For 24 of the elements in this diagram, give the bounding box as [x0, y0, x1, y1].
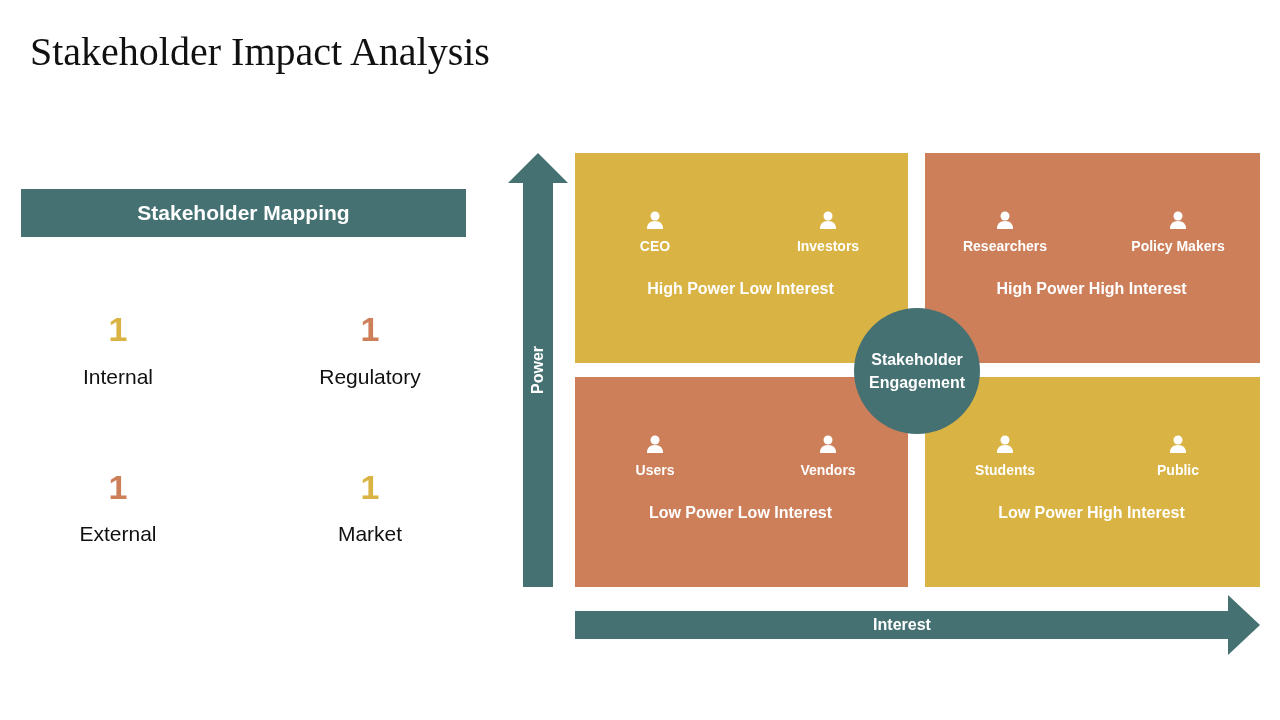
quadrant-title: High Power Low Interest	[647, 280, 834, 298]
quadrant-title: Low Power High Interest	[998, 504, 1185, 522]
stakeholder-label: Investors	[796, 238, 860, 254]
slide-title: Stakeholder Impact Analysis	[30, 28, 490, 75]
quadrant-title: Low Power Low Interest	[648, 504, 833, 522]
stakeholder-label: Students	[975, 462, 1035, 478]
stakeholder-label: Users	[635, 462, 675, 478]
axis-label: Power	[529, 346, 547, 394]
axis-label: Interest	[873, 616, 931, 634]
category-label: Market	[337, 522, 403, 546]
stakeholder-label: Policy Makers	[1131, 238, 1225, 254]
section-header: Stakeholder Mapping	[21, 189, 466, 237]
count-number: 1	[108, 310, 128, 349]
stakeholder-label: CEO	[639, 238, 671, 254]
category-label: Regulatory	[319, 365, 421, 389]
stakeholder-label: Public	[1157, 462, 1199, 478]
count-number: 1	[108, 468, 128, 507]
category-label: External	[79, 522, 157, 546]
count-number: 1	[360, 468, 380, 507]
category-label: Internal	[83, 365, 153, 389]
quadrant-title: High Power High Interest	[996, 280, 1187, 298]
count-number: 1	[360, 310, 380, 349]
stakeholder-label: Researchers	[962, 238, 1048, 254]
stakeholder-label: Vendors	[800, 462, 856, 478]
